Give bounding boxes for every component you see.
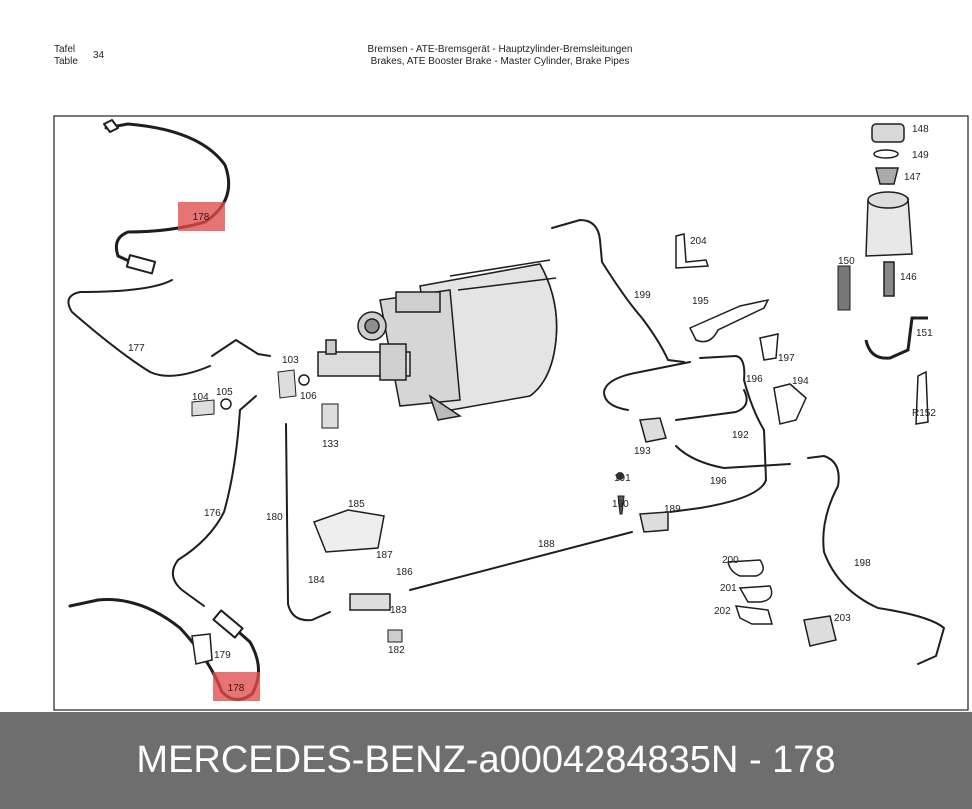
label-194: 194 <box>792 376 809 387</box>
label-183: 183 <box>390 605 407 616</box>
footer-caption: MERCEDES-BENZ - a0004284835 N - 178 <box>0 712 972 809</box>
switch-133 <box>321 403 339 429</box>
brake-pipe-177-end <box>211 339 271 357</box>
label-177: 177 <box>128 343 145 354</box>
label-199: 199 <box>634 290 651 301</box>
bracket-204 <box>675 233 710 269</box>
brake-pipe-196-mid <box>675 389 748 421</box>
brake-pipe-198 <box>807 455 945 665</box>
footer-bar: MERCEDES-BENZ - a0004284835 N - 178 <box>0 712 972 809</box>
switch-183 <box>349 593 391 611</box>
label-151: 151 <box>916 328 933 339</box>
brake-pipe-196-upper <box>603 361 691 411</box>
clip-201 <box>738 585 773 603</box>
diagram-frame <box>53 115 969 711</box>
label-104: 104 <box>192 392 209 403</box>
label-191: 191 <box>614 473 631 484</box>
brake-pipe-180 <box>285 423 331 622</box>
label-196a: 196 <box>746 374 763 385</box>
brake-pipe-192 <box>669 355 767 513</box>
bracket-195 <box>688 298 770 343</box>
label-184: 184 <box>308 575 325 586</box>
label-106: 106 <box>300 391 317 402</box>
brake-pipe-177 <box>67 279 211 377</box>
label-179: 179 <box>214 650 231 661</box>
label-197: 197 <box>778 353 795 364</box>
clip-197 <box>759 333 779 361</box>
clip-202 <box>734 605 773 625</box>
washer-105 <box>220 398 232 410</box>
label-178-top: 178 <box>193 212 210 223</box>
hose-fitting-lower <box>125 254 157 275</box>
label-204: 204 <box>690 236 707 247</box>
label-192: 192 <box>732 430 749 441</box>
footer-separator: - <box>465 739 479 781</box>
table-number: 34 <box>93 50 105 61</box>
label-146: 146 <box>900 272 917 283</box>
label-201: 201 <box>720 583 737 594</box>
bracket-185 <box>313 509 385 553</box>
highlight-178-top <box>178 202 225 231</box>
part-191 <box>616 472 624 480</box>
label-186: 186 <box>396 567 413 578</box>
hose-150 <box>837 265 851 311</box>
label-149: 149 <box>912 150 929 161</box>
label-187: 187 <box>376 550 393 561</box>
title-german: Bremsen - ATE-Bremsgerät - Hauptzylinder… <box>367 44 633 55</box>
brand-name: MERCEDES-BENZ <box>136 739 466 781</box>
brake-pipe-188 <box>409 531 633 591</box>
label-180: 180 <box>266 512 283 523</box>
table-label-en: Table <box>54 56 78 67</box>
label-202: 202 <box>714 606 731 617</box>
clip-200 <box>727 559 764 577</box>
brake-pipe-176 <box>171 395 257 607</box>
bracket-152 <box>915 370 929 425</box>
brake-pipe-196-lower <box>675 445 791 469</box>
title-english: Brakes, ATE Booster Brake - Master Cylin… <box>370 56 630 67</box>
label-189: 189 <box>664 504 681 515</box>
block-203 <box>803 615 837 647</box>
master-cylinder <box>317 339 411 381</box>
part-number: a0004284835 <box>478 739 711 781</box>
label-188: 188 <box>538 539 555 550</box>
label-148: 148 <box>912 124 929 135</box>
label-182: 182 <box>388 645 405 656</box>
hose-bottom-fitting <box>212 609 244 639</box>
washer-106 <box>298 374 310 386</box>
bracket-194 <box>773 383 807 425</box>
brake-hose-top <box>104 122 231 268</box>
brake-booster <box>357 259 558 421</box>
highlight-178-bottom <box>213 672 260 701</box>
clip-179 <box>191 633 213 665</box>
label-147: 147 <box>904 172 921 183</box>
label-150: 150 <box>838 256 855 267</box>
label-176: 176 <box>204 508 221 519</box>
bolt-104 <box>191 399 215 417</box>
label-190: 190 <box>612 499 629 510</box>
clamp-151 <box>864 316 928 360</box>
part-182 <box>387 629 403 643</box>
connector-193 <box>639 417 667 443</box>
label-198: 198 <box>854 558 871 569</box>
label-133: 133 <box>322 439 339 450</box>
fluid-reservoir <box>865 123 913 297</box>
label-152: R152 <box>912 408 936 419</box>
hose-fitting-top <box>103 119 119 133</box>
tee-189 <box>639 511 669 533</box>
label-193: 193 <box>634 446 651 457</box>
tafel-label: Tafel <box>54 44 76 55</box>
label-195: 195 <box>692 296 709 307</box>
part-code: N - 178 <box>710 739 836 781</box>
label-178-bottom: 178 <box>228 683 245 694</box>
valve-190 <box>617 495 625 515</box>
brake-pipe-199 <box>551 219 685 363</box>
label-185: 185 <box>348 499 365 510</box>
parts-diagram: 178 178 148 149 147 150 146 151 R152 204… <box>53 115 969 711</box>
label-103: 103 <box>282 355 299 366</box>
label-105: 105 <box>216 387 233 398</box>
label-203: 203 <box>834 613 851 624</box>
tee-103 <box>277 369 297 399</box>
label-196b: 196 <box>710 476 727 487</box>
label-200: 200 <box>722 555 739 566</box>
